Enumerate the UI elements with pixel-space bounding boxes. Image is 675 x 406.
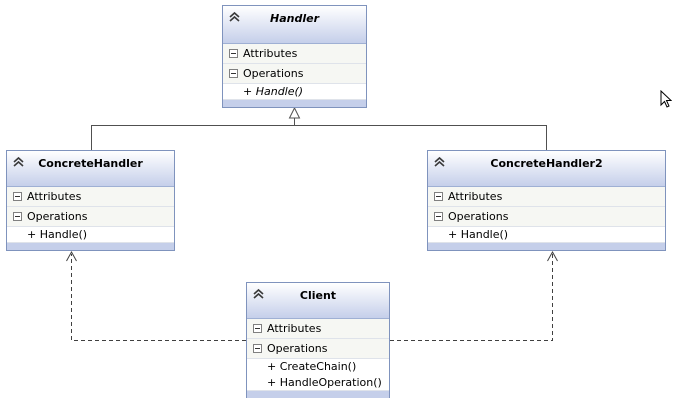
operation-text: + Handle() xyxy=(243,85,304,98)
operations-section[interactable]: Operations xyxy=(247,339,389,359)
attributes-section[interactable]: Attributes xyxy=(247,319,389,339)
attributes-label: Attributes xyxy=(267,322,322,335)
operation-text: + HandleOperation() xyxy=(267,376,382,389)
class-footer xyxy=(7,243,174,250)
collapse-chevron-icon[interactable] xyxy=(252,288,265,299)
class-footer xyxy=(247,391,389,398)
class-concrete-handler[interactable]: ConcreteHandler Attributes Operations + … xyxy=(6,150,175,251)
collapse-chevron-icon[interactable] xyxy=(433,156,446,167)
class-header: ConcreteHandler2 xyxy=(428,151,665,187)
mouse-cursor-icon xyxy=(660,90,672,108)
dependency-lines xyxy=(71,254,553,341)
dependency-client-to-concretehandler xyxy=(71,254,246,341)
collapse-chevron-icon[interactable] xyxy=(12,156,25,167)
class-name: ConcreteHandler2 xyxy=(490,157,603,170)
dependency-arrowheads xyxy=(66,250,558,262)
class-name: Client xyxy=(299,289,337,302)
collapse-minus-icon[interactable] xyxy=(253,344,262,353)
operations-section[interactable]: Operations xyxy=(428,207,665,227)
operation-item[interactable]: + HandleOperation() xyxy=(247,375,389,391)
class-concrete-handler2[interactable]: ConcreteHandler2 Attributes Operations +… xyxy=(427,150,666,251)
class-name: ConcreteHandler xyxy=(38,157,143,170)
attributes-label: Attributes xyxy=(448,190,503,203)
collapse-minus-icon[interactable] xyxy=(253,324,262,333)
class-name: Handler xyxy=(270,12,319,25)
inheritance-arrowhead xyxy=(288,106,301,119)
operations-section[interactable]: Operations xyxy=(223,64,366,84)
open-arrowhead-right xyxy=(547,250,558,262)
class-footer xyxy=(223,100,366,107)
class-header: Handler xyxy=(223,6,366,44)
operation-item[interactable]: + Handle() xyxy=(7,227,174,243)
collapse-minus-icon[interactable] xyxy=(229,49,238,58)
operations-label: Operations xyxy=(267,342,328,355)
attributes-section[interactable]: Attributes xyxy=(223,44,366,64)
class-header: ConcreteHandler xyxy=(7,151,174,187)
collapse-minus-icon[interactable] xyxy=(229,69,238,78)
operation-text: + Handle() xyxy=(27,228,88,241)
collapse-minus-icon[interactable] xyxy=(13,192,22,201)
operations-section[interactable]: Operations xyxy=(7,207,174,227)
attributes-section[interactable]: Attributes xyxy=(428,187,665,207)
dependency-client-to-concretehandler2 xyxy=(390,254,553,341)
operation-item[interactable]: + CreateChain() xyxy=(247,359,389,375)
collapse-chevron-icon[interactable] xyxy=(228,11,241,22)
operation-text: + Handle() xyxy=(448,228,509,241)
collapse-minus-icon[interactable] xyxy=(434,192,443,201)
open-arrowhead-left xyxy=(66,250,77,262)
operation-item[interactable]: + Handle() xyxy=(223,84,366,100)
operation-item[interactable]: + Handle() xyxy=(428,227,665,243)
operation-text: + CreateChain() xyxy=(267,360,357,373)
attributes-section[interactable]: Attributes xyxy=(7,187,174,207)
class-client[interactable]: Client Attributes Operations + CreateCha… xyxy=(246,282,390,398)
collapse-minus-icon[interactable] xyxy=(13,212,22,221)
collapse-minus-icon[interactable] xyxy=(434,212,443,221)
class-footer xyxy=(428,243,665,250)
operations-label: Operations xyxy=(243,67,304,80)
attributes-label: Attributes xyxy=(27,190,82,203)
inheritance-lines xyxy=(91,118,547,150)
class-handler[interactable]: Handler Attributes Operations + Handle() xyxy=(222,5,367,108)
operations-label: Operations xyxy=(27,210,88,223)
class-header: Client xyxy=(247,283,389,319)
attributes-label: Attributes xyxy=(243,47,298,60)
operations-label: Operations xyxy=(448,210,509,223)
